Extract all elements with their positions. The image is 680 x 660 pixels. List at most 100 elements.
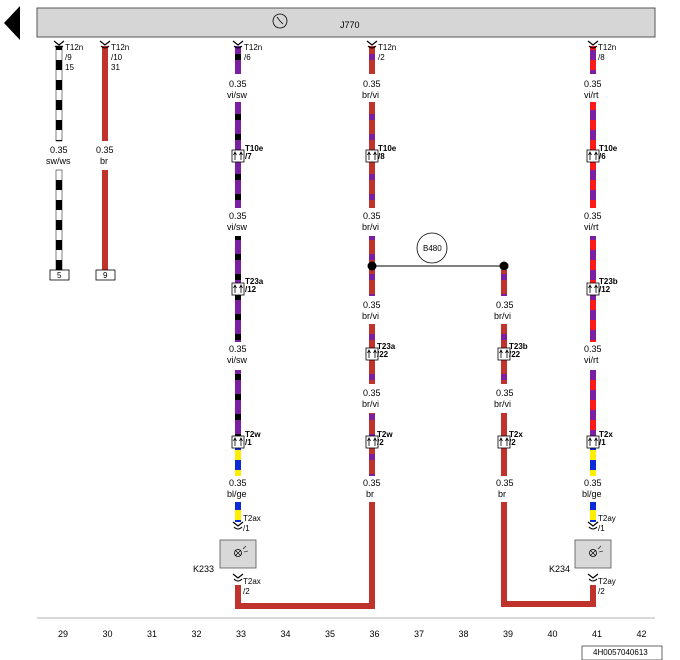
wire-color: vi/rt xyxy=(584,90,599,100)
connector-label: T2w xyxy=(245,430,261,439)
wire-br-loop xyxy=(235,502,375,609)
connector-label: T2x xyxy=(599,430,613,439)
wire-color: vi/rt xyxy=(584,355,599,365)
wire-color: br/vi xyxy=(362,311,379,321)
wire-gauge: 0.35 xyxy=(584,211,602,221)
wire-color: sw/ws xyxy=(46,156,71,166)
pin-symbol-icon xyxy=(587,521,599,530)
connector-icon xyxy=(231,435,245,449)
connector-pin: /12 xyxy=(599,285,611,294)
column-number: 42 xyxy=(637,629,647,639)
wire-gauge: 0.35 xyxy=(496,388,514,398)
wire-br xyxy=(102,46,108,270)
control-unit-label: J770 xyxy=(340,20,360,30)
terminal-number: 9 xyxy=(103,271,108,280)
pin-number: /1 xyxy=(243,524,250,533)
wire-gauge: 0.35 xyxy=(363,300,381,310)
connector-icon xyxy=(231,149,245,163)
wire-gauge: 0.35 xyxy=(229,478,247,488)
wire-color: br/vi xyxy=(494,399,511,409)
connector-icon xyxy=(231,282,245,296)
diagram-code-box xyxy=(581,645,663,660)
lamp-component-k234 xyxy=(574,539,612,569)
column-number: 31 xyxy=(147,629,157,639)
clock-symbol-icon xyxy=(272,13,288,29)
pin-label: T12n xyxy=(378,43,396,52)
connector-label: T23b xyxy=(599,277,618,286)
wire-color: vi/sw xyxy=(227,90,248,100)
column-number: 32 xyxy=(192,629,202,639)
wire-gauge: 0.35 xyxy=(496,300,514,310)
page-back-arrow-icon[interactable] xyxy=(4,6,20,40)
connector-pin: /1 xyxy=(245,438,252,447)
component-label: K234 xyxy=(549,564,570,574)
wire-color: br xyxy=(498,489,506,499)
terminal-box xyxy=(95,269,116,281)
connector-label: T23a xyxy=(245,277,264,286)
connector-label: T10e xyxy=(599,144,618,153)
connector-label: T10e xyxy=(378,144,397,153)
diagram-code: 4H0057040613 xyxy=(593,648,648,657)
pin-symbol-icon xyxy=(366,40,378,49)
wire-gauge: 0.35 xyxy=(584,79,602,89)
connector-pin: /1 xyxy=(599,438,606,447)
connector-pin: /6 xyxy=(599,152,606,161)
component-label: K233 xyxy=(193,564,214,574)
pin-symbol-icon xyxy=(232,40,244,49)
pin-symbol-icon xyxy=(232,573,244,582)
connector-label: T2w xyxy=(377,430,393,439)
column-number: 29 xyxy=(58,629,68,639)
wire-color: vi/sw xyxy=(227,355,248,365)
wire-gauge: 0.35 xyxy=(363,388,381,398)
connector-icon xyxy=(497,347,511,361)
connector-pin: /22 xyxy=(377,350,389,359)
pin-label: T2ay xyxy=(598,514,616,523)
connector-icon xyxy=(586,282,600,296)
pin-symbol-icon xyxy=(232,521,244,530)
connector-pin: /22 xyxy=(509,350,521,359)
pin-number: /9 xyxy=(65,53,72,62)
pin-number: /2 xyxy=(598,587,605,596)
wire-color: br/vi xyxy=(494,311,511,321)
connector-label: T23a xyxy=(377,342,396,351)
junction-circle xyxy=(416,232,448,264)
wire-gauge: 0.35 xyxy=(363,79,381,89)
connector-icon xyxy=(365,347,379,361)
pin-symbol-icon xyxy=(587,573,599,582)
junction-dot xyxy=(367,261,377,271)
column-number: 40 xyxy=(548,629,558,639)
pin-symbol-icon xyxy=(587,40,599,49)
wire-color: br/vi xyxy=(362,399,379,409)
wire-gauge: 0.35 xyxy=(363,211,381,221)
column-number: 37 xyxy=(414,629,424,639)
pin-number: /2 xyxy=(378,53,385,62)
pin-number: /1 xyxy=(598,524,605,533)
connector-label: T2x xyxy=(509,430,523,439)
wire-color: br xyxy=(100,156,108,166)
connector-icon xyxy=(497,435,511,449)
control-unit-bar xyxy=(36,7,656,38)
terminal-number: 5 xyxy=(57,271,62,280)
column-number: 38 xyxy=(459,629,469,639)
wire-color: br/vi xyxy=(362,222,379,232)
pin-symbol-icon xyxy=(99,40,111,49)
pin-label: T2ay xyxy=(598,577,616,586)
connector-icon xyxy=(586,149,600,163)
column-number: 34 xyxy=(281,629,291,639)
connector-icon xyxy=(365,149,379,163)
wire-gauge: 0.35 xyxy=(229,344,247,354)
pin-symbol-icon xyxy=(53,40,65,49)
column-number: 36 xyxy=(370,629,380,639)
wire-color: bl/ge xyxy=(227,489,247,499)
wire-color: vi/sw xyxy=(227,222,248,232)
wire-color: br xyxy=(366,489,374,499)
pin-label: T2ax xyxy=(243,577,261,586)
pin-circuit: 15 xyxy=(65,63,74,72)
pin-number: /6 xyxy=(244,53,251,62)
column-number: 41 xyxy=(592,629,602,639)
column-number: 30 xyxy=(103,629,113,639)
connector-icon xyxy=(586,435,600,449)
wire-color: vi/rt xyxy=(584,222,599,232)
